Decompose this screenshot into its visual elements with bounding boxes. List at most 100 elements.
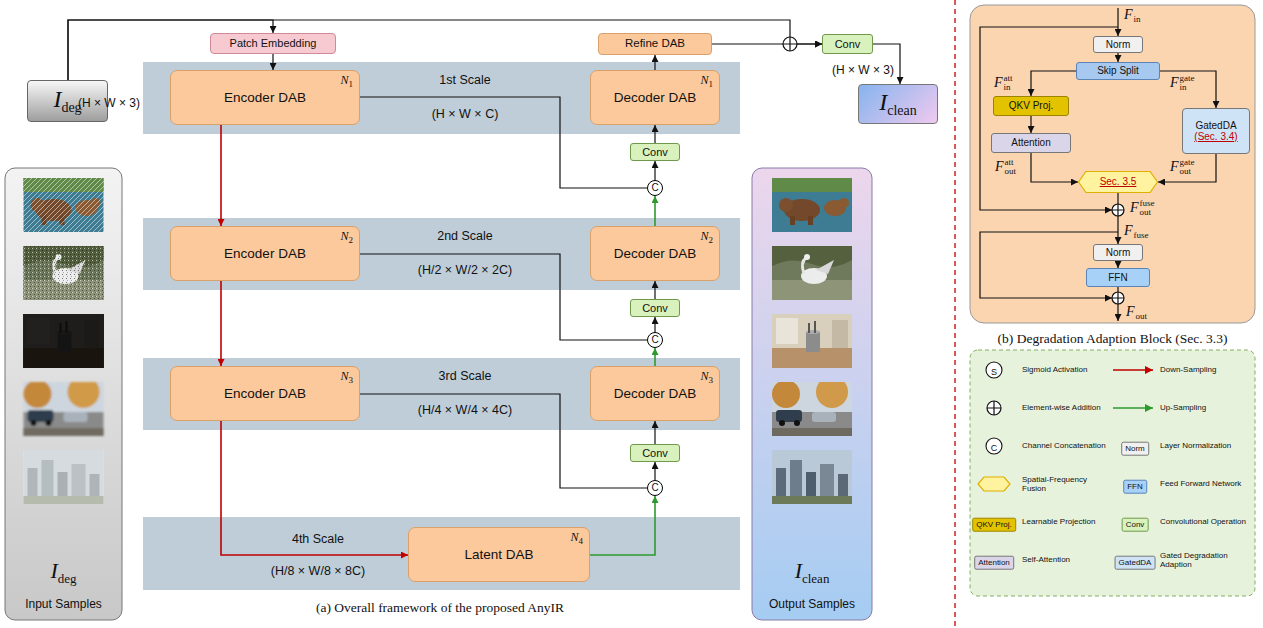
connector: [1117, 193, 1118, 244]
node-text: Conv: [642, 447, 668, 459]
sample-image: [23, 178, 852, 504]
panel-ground: [5, 168, 122, 620]
legend-text: Down-Sampling: [1160, 365, 1255, 374]
sample-panel: IcleanOutput Samples: [752, 168, 872, 620]
math-symbol: F: [1124, 7, 1133, 23]
math-symbol: in: [1134, 15, 1141, 24]
scale-band: [143, 517, 740, 590]
upsample-arrow: [590, 496, 655, 555]
connector: [1158, 154, 1216, 182]
node-text: clean: [887, 103, 917, 118]
node-text: 4th Scale: [292, 532, 344, 546]
node-text: Conv: [642, 146, 668, 158]
addition-symbol: [1112, 204, 1124, 216]
node-text: C: [651, 182, 658, 193]
legend-entry: Gated Degradation Adaption: [1160, 551, 1255, 569]
legend-text: Element-wise Addition: [1022, 403, 1110, 412]
residual-wire: [1117, 8, 1118, 36]
legend-text: Learnable Projection: [1022, 517, 1110, 526]
math-symbol: gate: [1180, 158, 1195, 167]
node-text: 1: [709, 79, 714, 89]
text-label: Conv: [1122, 513, 1149, 532]
node-text: 3: [709, 375, 714, 385]
dimension-label: (H × W × 3): [832, 63, 894, 77]
scale-band: Encoder DABN1Decoder DABN11st Scale(H × …: [143, 62, 740, 134]
scale-band: [143, 62, 740, 590]
legend-entry: Spatial-Frequency Fusion: [1022, 475, 1110, 493]
conv-box: Conv: [822, 34, 873, 54]
math-symbol: in: [1004, 83, 1013, 92]
split-box: Skip Split: [1076, 62, 1160, 80]
concat-circle: C: [647, 480, 663, 496]
gated-box: GatedDA(Sec. 3.4): [1182, 108, 1250, 154]
node-text: Conv: [642, 302, 668, 314]
addition-symbol: [1112, 204, 1124, 216]
math-symbol: F: [1170, 159, 1179, 175]
sample-image: [24, 178, 104, 232]
legend-entry: Feed Forward Network: [1160, 479, 1255, 488]
node-text: Encoder DAB: [224, 246, 306, 261]
legend-entry: Self-Attention: [1022, 555, 1110, 564]
text-label: FFN: [1123, 475, 1147, 494]
connector: [654, 161, 655, 180]
panel-divider: [955, 0, 956, 628]
addition-symbol: [987, 401, 1001, 415]
node-text: Refine DAB: [625, 37, 685, 49]
node-text: (H × W × C): [432, 107, 499, 121]
node-text: (H/2 × W/2 × 2C): [418, 263, 512, 277]
downsample-arrow: [221, 421, 408, 555]
legend-sample: GatedDA: [1115, 556, 1156, 570]
panel-divider: [954, 0, 955, 628]
connector: [1117, 53, 1118, 62]
legend-entry: Layer Normalization: [1160, 441, 1255, 450]
legend-sample: FFN: [1123, 480, 1147, 494]
scale-band: Latent DABN44th Scale(H/8 × W/8 × 8C): [143, 517, 740, 590]
legend-symbol: [986, 438, 1002, 454]
section-link: Sec. 3.5: [1100, 176, 1137, 187]
residual-wire: [980, 232, 1118, 298]
math-symbol: F: [995, 159, 1004, 175]
legend-sample: Attention: [974, 556, 1014, 570]
connector: [654, 421, 655, 444]
text-label: (a) Overall framework of the proposed An…: [316, 598, 564, 616]
dab-block: Decoder DABN2: [590, 226, 720, 281]
text-label: (H × W × 3): [832, 60, 894, 78]
math-symbol: F: [1130, 200, 1139, 216]
section-link: (Sec. 3.4): [1194, 131, 1237, 142]
node-text: 3rd Scale: [439, 369, 492, 383]
legend-entry: Channel Concatenation: [1022, 441, 1110, 450]
dab-block: Latent DABN4: [408, 527, 590, 582]
text-label: Norm: [1121, 437, 1149, 456]
node-text: N: [340, 369, 348, 383]
node-text: N: [700, 369, 708, 383]
node-text: N: [340, 73, 348, 87]
sample-image: [24, 246, 104, 300]
scale-band: Encoder DABN3Decoder DABN33rd Scale(H/4 …: [143, 358, 740, 430]
concat-circle: C: [647, 180, 663, 196]
sample-image: [24, 450, 104, 504]
sample-image: [772, 178, 852, 232]
attention-box: Attention: [991, 133, 1071, 153]
math-symbol: out: [1005, 167, 1017, 176]
legend-entry: Up-Sampling: [1160, 403, 1255, 412]
node-text: Input Samples: [25, 597, 102, 611]
addition-symbol: [1112, 292, 1124, 304]
connector: [1160, 71, 1216, 108]
node-text: 4: [579, 536, 584, 546]
node-text: I: [879, 89, 887, 115]
scale-band: Encoder DABN2Decoder DABN22nd Scale(H/2 …: [143, 218, 740, 290]
node-text: Norm: [1106, 39, 1130, 50]
connector: [654, 317, 655, 332]
node-text: (H/4 × W/4 × 4C): [418, 403, 512, 417]
dab-block: Encoder DABN3: [170, 366, 360, 421]
feature-label: Fgateout: [1170, 158, 1195, 176]
node-text: I: [53, 86, 61, 112]
text-label: C: [991, 437, 998, 455]
node-text: clean: [802, 571, 829, 586]
legend-entry: Learnable Projection: [1022, 517, 1110, 526]
feature-label: Fattin: [994, 74, 1013, 92]
math-symbol: att: [1005, 158, 1017, 167]
sample-image: [772, 450, 852, 504]
addition-symbol: [783, 37, 797, 51]
fusion-hexagon: Sec. 3.5: [1078, 171, 1158, 193]
